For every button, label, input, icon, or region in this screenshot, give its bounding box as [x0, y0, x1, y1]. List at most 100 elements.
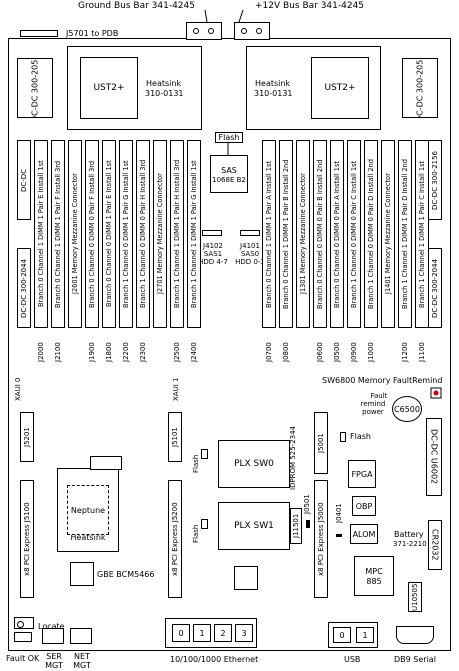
right-dcdc-bottom: DC-DC 300-2044	[428, 248, 442, 328]
heatsink-left-part: 310-0131	[145, 89, 184, 98]
usb-port[interactable]: 1	[356, 627, 374, 643]
plx-sw0-chip: PLX SW0	[218, 440, 290, 488]
ethernet-port[interactable]: 3	[235, 624, 253, 642]
bus-bar-hole	[193, 28, 199, 34]
flash-right-label: Flash	[350, 432, 371, 441]
j0501-jumper	[306, 520, 310, 528]
left-dimm-slot: Branch 0 Channel 1 DIMM 1 Pair F Install…	[51, 140, 65, 328]
obp-chip: OBP	[352, 496, 376, 516]
ground-bus-label: Ground Bus Bar 341-4245	[78, 1, 195, 11]
usb-label: USB	[344, 655, 361, 664]
right-dimm-slot-ref: J0500	[333, 342, 341, 362]
ser-mgt-label-1: SER	[46, 652, 62, 661]
db9-label: DB9 Serial	[394, 655, 436, 664]
bus-bar-hole	[256, 28, 262, 34]
ethernet-port[interactable]: 0	[172, 624, 190, 642]
flash-plx1-chip	[201, 519, 208, 529]
right-dcdc-top: DC-DC 300-2156	[428, 140, 442, 220]
sas-chip-name: SAS	[221, 166, 237, 175]
right-dimm-slot: Branch 0 Channel 0 DIMM 0 Pair B Install…	[313, 140, 327, 328]
j5101-connector: J5101	[168, 412, 182, 462]
left-dimm-slot: Branch 0 Channel 0 DIMM 0 Pair F Install…	[85, 140, 99, 328]
flash-plx0-label: Flash	[192, 454, 200, 474]
alom-chip: ALOM	[350, 524, 378, 544]
c6500-capacitor: C6500	[392, 396, 422, 422]
ground-bus-bar	[186, 22, 222, 40]
mpc885-chip: MPC 885	[354, 556, 394, 596]
fault-remind-button[interactable]	[430, 389, 442, 399]
dcdc-top-left: DC-DC 300-2052	[17, 58, 53, 118]
ethernet-label: 10/100/1000 Ethernet	[170, 655, 259, 664]
ethernet-port[interactable]: 1	[193, 624, 211, 642]
left-dimm-slot-ref: J2000	[37, 342, 45, 362]
ser-mgt-label-2: MGT	[45, 661, 63, 670]
pcie-slot-j5100: x8 PCI Express J5100	[20, 480, 34, 598]
fault-remind-line3: power	[362, 408, 384, 416]
right-dimm-slot: Branch 0 Channel 1 DIMM 1 Pair A Install…	[262, 140, 276, 328]
j4102-ref: J4102	[203, 242, 223, 250]
sas-chip: SAS 1068E B2	[210, 155, 248, 193]
heatsink-left: UST2+ Heatsink 310-0131	[67, 46, 202, 130]
right-dimm-slot: Branch 1 Channel 0 DIMM 0 Pair C Install…	[347, 140, 361, 328]
locate-label: Locate	[38, 622, 65, 631]
j0401-jumper	[336, 534, 342, 537]
j11501-connector: J11501	[290, 508, 302, 544]
flash-plx0-chip	[201, 449, 208, 459]
db9-serial-port[interactable]	[396, 626, 434, 644]
j4102-connector	[202, 230, 222, 236]
j4101-ref: J4101	[240, 242, 260, 250]
j0501-label: J0501	[303, 494, 311, 514]
plx-sw1-chip: PLX SW1	[218, 502, 290, 550]
left-dimm-slot: Branch 1 Channel 0 DIMM 1 Pair G Install…	[119, 140, 133, 328]
fault-remind-line2: remind	[360, 400, 386, 408]
pdb-label: J5701 to PDB	[66, 29, 119, 38]
left-dcdc-top: DC-DC	[17, 140, 31, 220]
fault-ok-label: Fault OK	[6, 654, 40, 663]
j5001-connector: J5001	[314, 412, 328, 474]
neptune-label: Neptune	[70, 506, 106, 515]
left-dimm-slot-ref: J2500	[173, 342, 181, 362]
right-dimm-slot-ref: J1000	[367, 342, 375, 362]
right-dimm-slot-ref: J0600	[316, 342, 324, 362]
j4102-hdd: HDD 4-7	[198, 258, 228, 266]
right-dimm-slot: Branch 0 Channel 1 DIMM 1 Pair B Install…	[279, 140, 293, 328]
left-dimm-slot-ref: J1900	[88, 342, 96, 362]
left-dimm-slot-ref: J2100	[54, 342, 62, 362]
xaui1-label: XAUI 1	[172, 377, 180, 401]
sas-chip-part: 1068E B2	[212, 176, 246, 184]
fault-remind-line1: Fault	[370, 392, 388, 400]
plus12v-bus-label: +12V Bus Bar 341-4245	[255, 1, 365, 11]
j4101-hdd: HDD 0-3	[235, 258, 265, 266]
heatsink-left-name: Heatsink	[146, 79, 182, 88]
j5201-connector: J5201	[20, 412, 34, 462]
pdb-connector	[20, 30, 58, 37]
usb-port[interactable]: 0	[333, 627, 351, 643]
ethernet-port[interactable]: 2	[214, 624, 232, 642]
right-dimm-slot: Branch 1 Channel 0 DIMM 0 Pair D Install…	[364, 140, 378, 328]
flash-plx1-label: Flash	[192, 524, 200, 544]
mpc-name: MPC	[365, 567, 383, 576]
right-dimm-slot-ref: J0800	[282, 342, 290, 362]
xaui0-label: XAUI 0	[14, 377, 22, 401]
left-dimm-slot: Branch 1 Channel 1 DIMM 1 Pair H Install…	[170, 140, 184, 328]
net-mgt-label-2: MGT	[73, 661, 91, 670]
neptune-aux-component	[90, 456, 122, 470]
right-dimm-slot-ref: J1200	[401, 342, 409, 362]
right-dimm-slot: Branch 0 Channel 0 DIMM 0 Pair A Install…	[330, 140, 344, 328]
left-dimm-slot: J2701 Memory Mezzanine Connector	[153, 140, 167, 328]
left-dimm-slot: Branch 1 Channel 1 DIMM 1 Pair G Install…	[187, 140, 201, 328]
plus12v-bus-bar	[234, 22, 270, 40]
ser-mgt-port[interactable]	[42, 628, 64, 644]
left-dimm-slot-ref: J2400	[190, 342, 198, 362]
heatsink-right-name: Heatsink	[255, 79, 291, 88]
sw6800-label: SW6800 Memory FaultRemind	[322, 376, 443, 385]
left-dimm-slot: Branch 0 Channel 1 DIMM 1 Pair E Install…	[34, 140, 48, 328]
net-mgt-port[interactable]	[70, 628, 92, 644]
heatsink-neptune-label: Heatsink	[70, 533, 106, 542]
locate-led	[14, 617, 34, 629]
right-dimm-slot: Branch 1 Channel 1 DIMM 1 Pair C Install…	[415, 140, 429, 328]
heatsink-right: UST2+ Heatsink 310-0131	[246, 46, 381, 130]
pcie-slot-j5000: x8 PCI Express J5000	[314, 480, 328, 598]
